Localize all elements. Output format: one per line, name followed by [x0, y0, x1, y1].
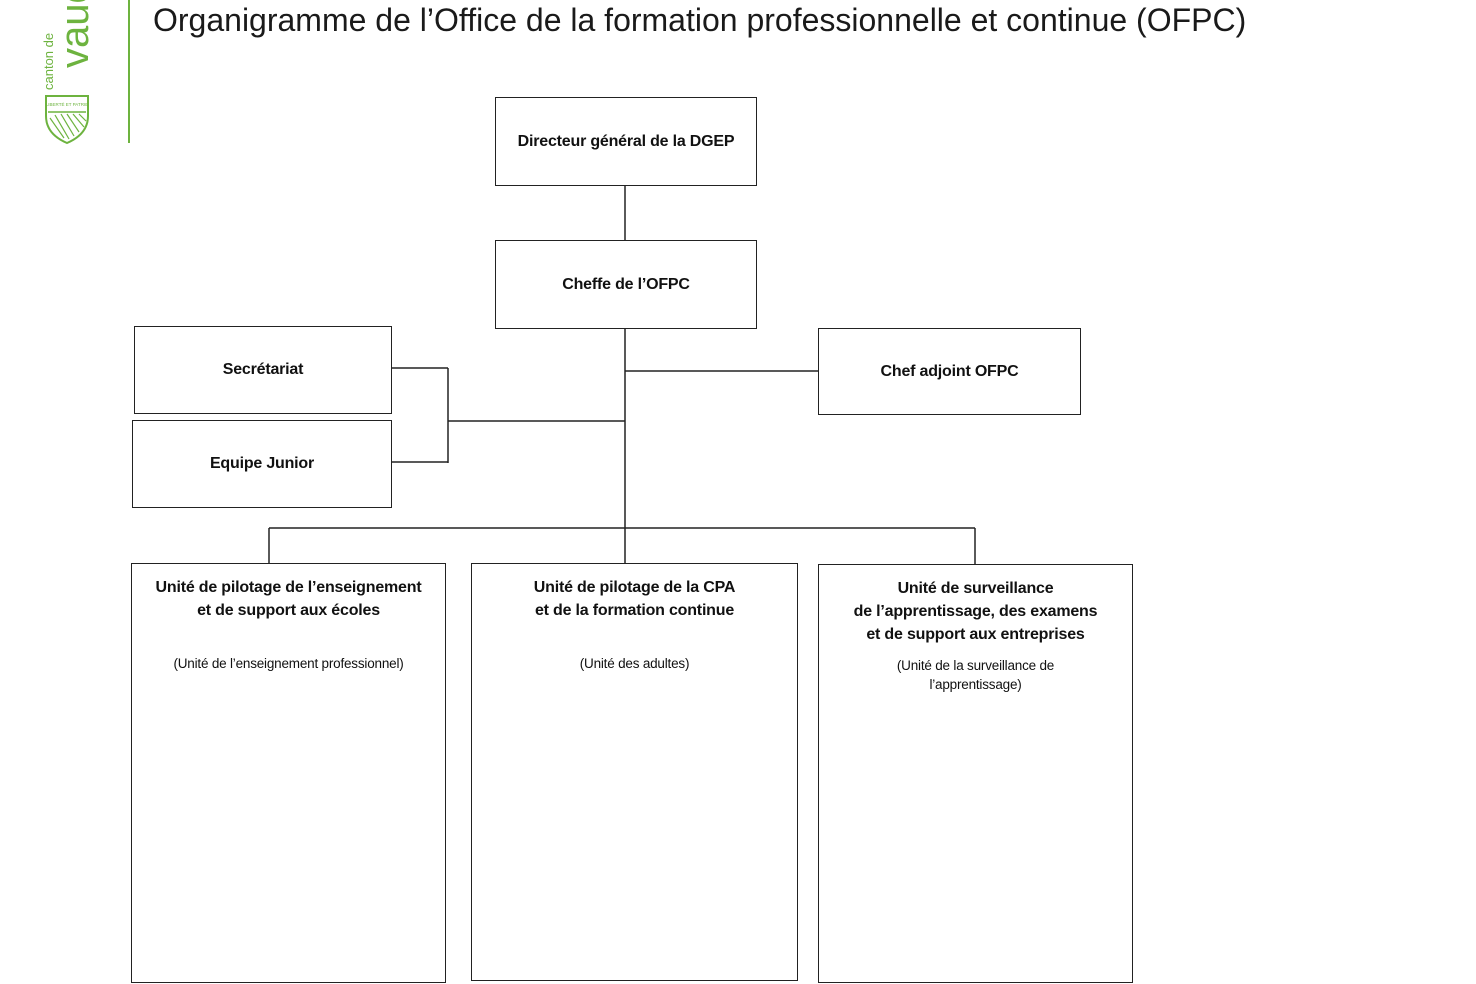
unit-subtitle: (Unité des adultes) — [579, 656, 690, 671]
junior-team-box: Equipe Junior — [132, 420, 392, 508]
secretariat-label: Secrétariat — [222, 361, 304, 378]
unit-title: Unité de surveillance de l’apprentissage… — [853, 580, 1098, 643]
header-divider — [128, 0, 130, 143]
junior-team-label: Equipe Junior — [209, 455, 315, 472]
logo-text-main: vaud — [53, 0, 96, 68]
logo-text-top: canton de — [41, 33, 56, 90]
unit-box-cpa: Unité de pilotage de la CPA et de la for… — [471, 563, 798, 981]
secretariat-box: Secrétariat — [134, 326, 392, 414]
logo-motto: LIBERTÉ ET PATRIE — [46, 101, 88, 107]
head-label: Cheffe de l’OFPC — [562, 275, 690, 293]
unit-subtitle: (Unité de la surveillance de l’apprentis… — [896, 658, 1055, 692]
deputy-label: Chef adjoint OFPC — [880, 362, 1019, 380]
director-box: Directeur général de la DGEP — [495, 97, 757, 186]
director-label: Directeur général de la DGEP — [517, 132, 735, 150]
page-title: Organigramme de l’Office de la formation… — [153, 2, 1247, 38]
unit-box-teaching: Unité de pilotage de l’enseignement et d… — [131, 563, 446, 983]
head-box: Cheffe de l’OFPC — [495, 240, 757, 329]
deputy-box: Chef adjoint OFPC — [818, 328, 1081, 415]
unit-title: Unité de pilotage de l’enseignement et d… — [155, 579, 422, 619]
unit-box-surveillance: Unité de surveillance de l’apprentissage… — [818, 564, 1133, 983]
unit-title: Unité de pilotage de la CPA et de la for… — [533, 579, 736, 619]
unit-subtitle: (Unité de l’enseignement professionnel) — [173, 656, 404, 671]
canton-vaud-logo-icon: canton de vaud LIBERTÉ ET PATRIE — [41, 0, 96, 145]
